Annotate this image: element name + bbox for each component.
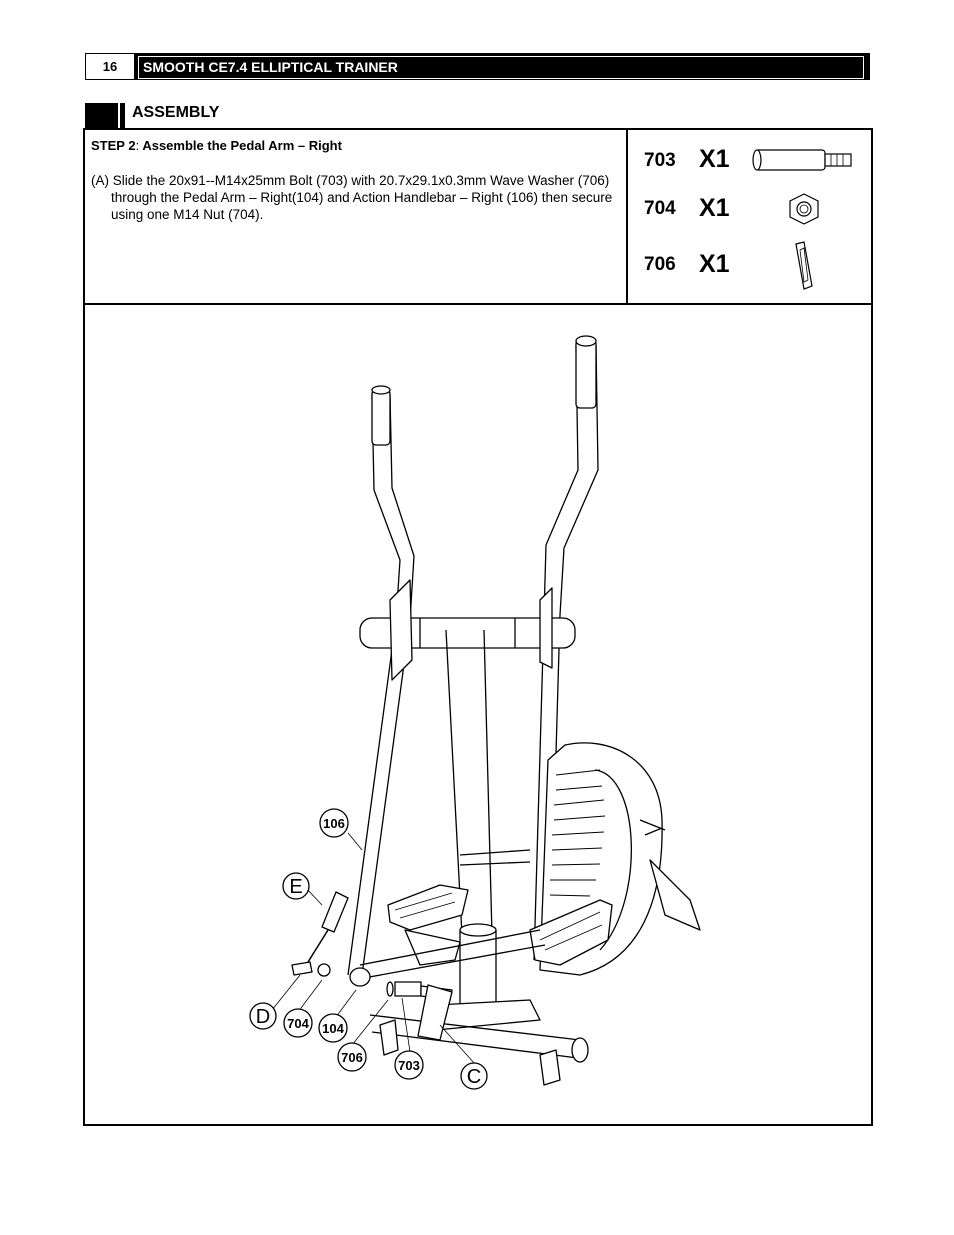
right-handlebar	[543, 344, 579, 616]
part-qty-703: X1	[699, 145, 730, 173]
page-header: 16 SMOOTH CE7.4 ELLIPTICAL TRAINER	[85, 53, 870, 80]
part-qty-704: X1	[699, 194, 730, 222]
nut-icon	[789, 193, 819, 225]
callout-706: 706	[341, 1050, 363, 1065]
section-title: ASSEMBLY	[132, 104, 220, 121]
bolt-icon	[752, 149, 852, 171]
main-column	[445, 629, 493, 936]
step-separator: :	[135, 138, 140, 153]
part-number-706: 706	[644, 254, 676, 275]
pivot-crossbar	[359, 617, 576, 649]
callout-106: 106	[323, 816, 345, 831]
nut-704	[317, 963, 331, 977]
part-number-703: 703	[644, 150, 676, 171]
section-marker	[85, 103, 125, 128]
action-handlebar-right	[347, 619, 411, 976]
callout-704: 704	[287, 1016, 309, 1031]
pedal-arm-end	[349, 967, 371, 987]
base-frame	[435, 999, 541, 1031]
step-instruction: (A) Slide the 20x91--M14x25mm Bolt (703)…	[91, 172, 621, 223]
callout-703: 703	[398, 1058, 420, 1073]
callout-c: C	[467, 1066, 481, 1088]
page-number: 16	[86, 54, 134, 79]
bolt-703	[394, 981, 422, 997]
part-qty-706: X1	[699, 250, 730, 278]
assembly-diagram: 106 704 104 706 703 E D C	[249, 335, 701, 1090]
step-heading-text: Assemble the Pedal Arm – Right	[142, 138, 342, 153]
step-instruction-text: (A) Slide the 20x91--M14x25mm Bolt (703)…	[91, 173, 613, 222]
wave-washer-icon	[795, 241, 813, 290]
part-number-704: 704	[644, 198, 676, 219]
washer-706	[386, 981, 394, 997]
document-title: SMOOTH CE7.4 ELLIPTICAL TRAINER	[138, 56, 864, 79]
wrench-c	[417, 984, 453, 1041]
frame-divider-vertical	[626, 128, 628, 304]
pedal-left	[387, 884, 469, 931]
frame-divider-horizontal	[83, 303, 873, 305]
assembly-step-frame	[83, 128, 873, 1126]
step-label: STEP 2	[91, 138, 136, 153]
callout-e: E	[289, 876, 302, 898]
callout-d: D	[256, 1006, 270, 1028]
tool-handle	[321, 891, 349, 933]
step-heading: STEP 2: Assemble the Pedal Arm – Right	[91, 138, 342, 153]
callout-104: 104	[322, 1021, 344, 1036]
